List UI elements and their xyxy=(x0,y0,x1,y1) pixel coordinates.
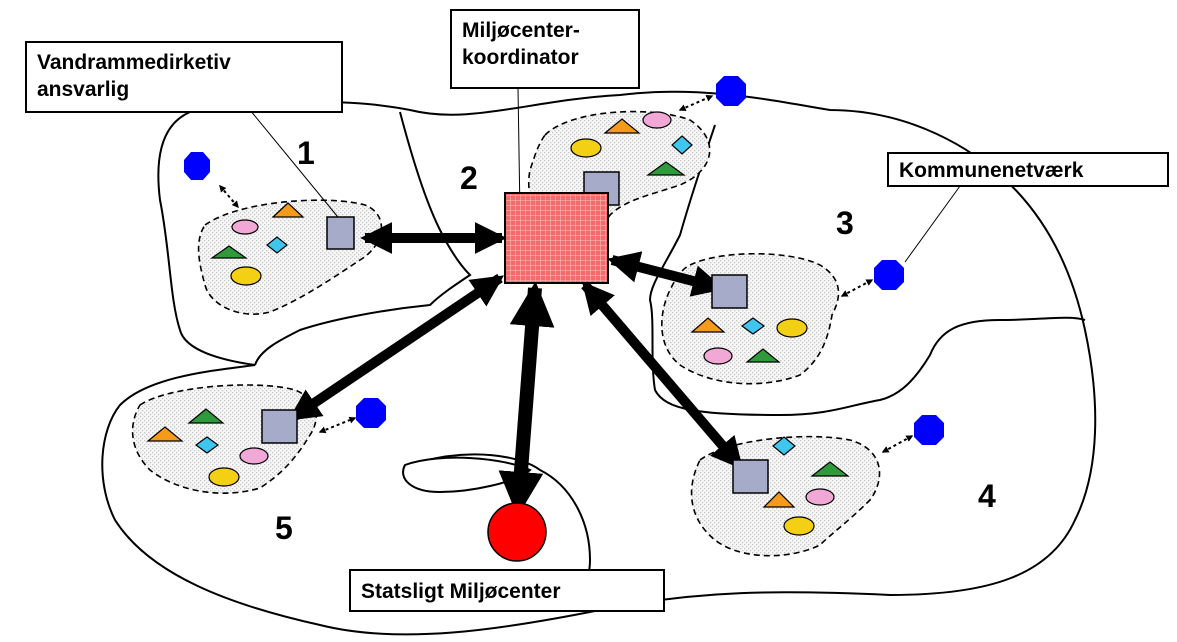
triangle-green-1 xyxy=(210,245,248,259)
label-water-directive-line2: ansvarlig xyxy=(37,78,130,101)
dashed-arrow-5 xyxy=(318,416,357,434)
label-state-center: Statsligt Miljøcenter xyxy=(349,569,665,612)
ellipse-yellow-4 xyxy=(783,516,815,536)
region-number-3: 3 xyxy=(836,205,854,241)
triangle-green-2 xyxy=(646,161,686,176)
cluster-3 xyxy=(661,252,840,385)
triangle-orange-5 xyxy=(146,426,184,442)
municipality-square-3 xyxy=(711,274,748,309)
triangle-orange-3 xyxy=(690,317,726,333)
ellipse-yellow-2 xyxy=(570,138,602,158)
arrow-coordinator-state xyxy=(498,281,555,517)
ellipse-pink-1 xyxy=(231,219,259,235)
ellipse-pink-3 xyxy=(703,347,733,365)
label-water-directive-line1: Vandrammedirketiv xyxy=(37,51,231,74)
region-number-4: 4 xyxy=(978,478,996,514)
network-node-1 xyxy=(184,152,210,180)
network-node-4 xyxy=(914,415,944,445)
label-coordinator: Miljøcenter- koordinator xyxy=(450,9,640,89)
label-water-directive: Vandrammedirketiv ansvarlig xyxy=(25,41,343,113)
ellipse-pink-5 xyxy=(239,447,269,465)
label-coordinator-line1: Miljøcenter- xyxy=(462,19,580,42)
diamond-cyan-1 xyxy=(266,236,288,254)
leader-network xyxy=(904,185,961,263)
ellipse-pink-2 xyxy=(642,111,672,129)
coordinator-square xyxy=(504,192,609,284)
region-number-2: 2 xyxy=(460,160,478,196)
network-node-3 xyxy=(874,260,904,290)
ellipse-yellow-3 xyxy=(776,318,808,338)
arrow-coordinator-5 xyxy=(288,273,504,423)
diamond-cyan-3 xyxy=(740,317,766,335)
diamond-cyan-5 xyxy=(194,436,220,454)
triangle-green-5 xyxy=(187,408,225,424)
label-coordinator-line2: koordinator xyxy=(462,46,579,69)
leader-water-directive xyxy=(249,109,343,223)
ellipse-yellow-5 xyxy=(208,467,240,487)
ellipse-yellow-1 xyxy=(230,266,262,286)
label-network: Kommunenetværk xyxy=(887,152,1169,187)
municipality-square-4 xyxy=(732,459,769,494)
triangle-green-3 xyxy=(745,348,781,363)
municipality-square-1 xyxy=(326,216,355,250)
triangle-orange-1 xyxy=(271,202,305,218)
region-number-5: 5 xyxy=(275,510,293,546)
municipality-square-5 xyxy=(261,409,298,444)
region-number-1: 1 xyxy=(297,135,315,171)
triangle-orange-2 xyxy=(603,118,641,134)
network-node-5 xyxy=(356,398,386,428)
arrow-coordinator-4 xyxy=(581,281,744,470)
state-center-circle xyxy=(487,502,547,562)
label-state-center-line1: Statsligt Miljøcenter xyxy=(361,580,561,603)
label-network-line1: Kommunenetværk xyxy=(899,159,1084,182)
diamond-cyan-2 xyxy=(671,135,693,155)
dashed-arrow-1 xyxy=(219,184,239,209)
ellipse-pink-4 xyxy=(805,488,835,506)
triangle-orange-4 xyxy=(762,491,796,508)
diamond-cyan-4 xyxy=(772,436,796,456)
triangle-green-4 xyxy=(810,461,850,477)
network-node-2 xyxy=(716,76,746,106)
